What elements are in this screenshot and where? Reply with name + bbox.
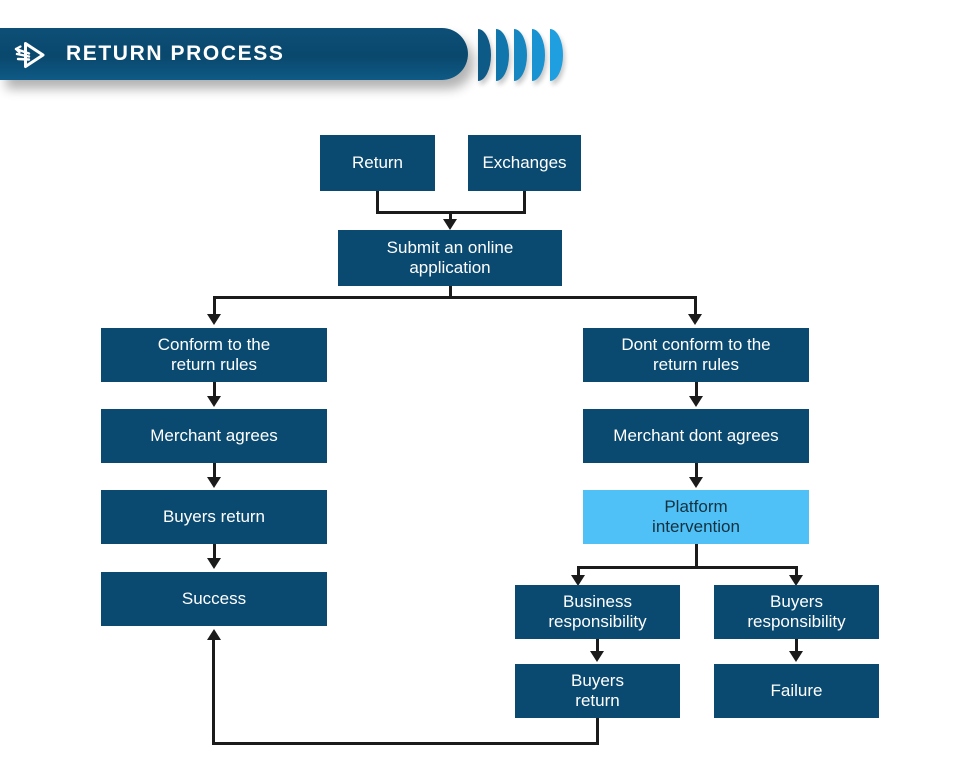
arrow-into-submit <box>443 219 457 230</box>
arrow-feedback-into-success <box>207 629 221 640</box>
node-exchanges[interactable]: Exchanges <box>468 135 581 191</box>
connector-split-bar-platform <box>577 566 798 569</box>
header-banner: RETURN PROCESS <box>0 28 468 80</box>
connector-exchanges-down <box>523 191 526 213</box>
play-triangle-arrows-icon <box>12 36 50 74</box>
connector-feedback-bar <box>212 742 599 745</box>
arrow-into-failure <box>789 651 803 662</box>
connector-merchant-to-buyers <box>213 463 216 480</box>
arrow-into-platform <box>689 477 703 488</box>
connector-merchantdont-to-platform <box>695 463 698 480</box>
node-merchant-dont-agrees[interactable]: Merchant dont agrees <box>583 409 809 463</box>
connector-feedback-up <box>212 640 215 743</box>
node-success[interactable]: Success <box>101 572 327 626</box>
connector-business-to-buyersreturn <box>596 639 599 654</box>
connector-split-left-leg <box>213 296 216 316</box>
arrow-into-buyers-return-right <box>590 651 604 662</box>
node-merchant-agrees[interactable]: Merchant agrees <box>101 409 327 463</box>
node-buyers-return-right[interactable]: Buyers return <box>515 664 680 718</box>
stripe-5 <box>550 29 563 81</box>
node-business-responsibility[interactable]: Business responsibility <box>515 585 680 639</box>
node-buyers-responsibility[interactable]: Buyers responsibility <box>714 585 879 639</box>
connector-buyersresp-to-failure <box>795 639 798 654</box>
connector-split-right-leg <box>694 296 697 316</box>
connector-split-business-leg <box>577 566 580 580</box>
connector-submit-down <box>449 286 452 299</box>
arrow-into-merchant-agrees <box>207 396 221 407</box>
arrow-into-buyers-return-left <box>207 477 221 488</box>
connector-split-bar-main <box>213 296 697 299</box>
arrow-into-dont-conform <box>688 314 702 325</box>
stripe-3 <box>514 29 527 81</box>
connector-dontconform-to-merchantdont <box>695 382 698 399</box>
connector-platform-down <box>695 544 698 568</box>
header-decoration-stripes <box>478 29 563 81</box>
node-conform-to-return-rules[interactable]: Conform to the return rules <box>101 328 327 382</box>
stripe-2 <box>496 29 509 81</box>
stripe-1 <box>478 29 491 81</box>
connector-buyers-to-success <box>213 544 216 561</box>
arrow-into-conform <box>207 314 221 325</box>
connector-return-down <box>376 191 379 213</box>
node-return[interactable]: Return <box>320 135 435 191</box>
connector-conform-to-merchant <box>213 382 216 399</box>
arrow-into-buyers-responsibility <box>789 575 803 586</box>
page-title: RETURN PROCESS <box>66 42 285 65</box>
connector-merge-stem <box>449 211 452 223</box>
node-buyers-return-left[interactable]: Buyers return <box>101 490 327 544</box>
node-platform-intervention[interactable]: Platform intervention <box>583 490 809 544</box>
connector-feedback-down <box>596 718 599 745</box>
connector-split-buyersresp-leg <box>795 566 798 580</box>
arrow-into-success <box>207 558 221 569</box>
node-failure[interactable]: Failure <box>714 664 879 718</box>
node-dont-conform-to-return-rules[interactable]: Dont conform to the return rules <box>583 328 809 382</box>
stripe-4 <box>532 29 545 81</box>
node-submit-online-application[interactable]: Submit an online application <box>338 230 562 286</box>
arrow-into-merchant-dont-agrees <box>689 396 703 407</box>
arrow-into-business-responsibility <box>571 575 585 586</box>
